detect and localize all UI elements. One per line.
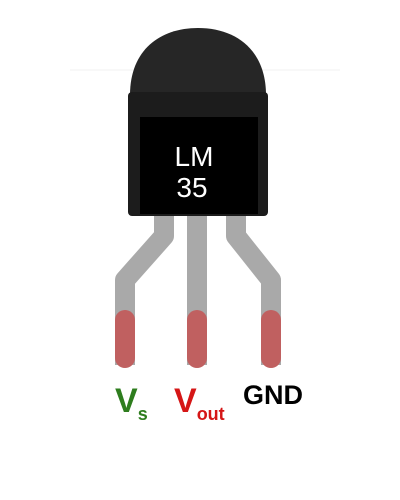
chip-marking-line1: LM	[175, 141, 214, 172]
lead-tip-vs	[115, 310, 135, 368]
pin-label-gnd: GND	[243, 380, 303, 410]
pin-label-vs: Vs	[115, 382, 148, 424]
pin-label-vs-main: V	[115, 382, 138, 420]
component-leads	[115, 213, 281, 368]
pin-label-vout: Vout	[174, 382, 225, 424]
body-dome	[130, 28, 266, 95]
body-face	[140, 117, 258, 214]
pin-label-vout-sub: out	[197, 404, 225, 424]
lead-tip-gnd	[261, 310, 281, 368]
pin-label-vs-sub: s	[138, 404, 148, 424]
component-body: LM 35	[128, 28, 268, 216]
chip-marking-line2: 35	[176, 172, 207, 203]
pin-labels: Vs Vout GND	[115, 380, 303, 424]
pin-label-vout-main: V	[174, 382, 197, 420]
lead-tip-vout	[187, 310, 207, 368]
